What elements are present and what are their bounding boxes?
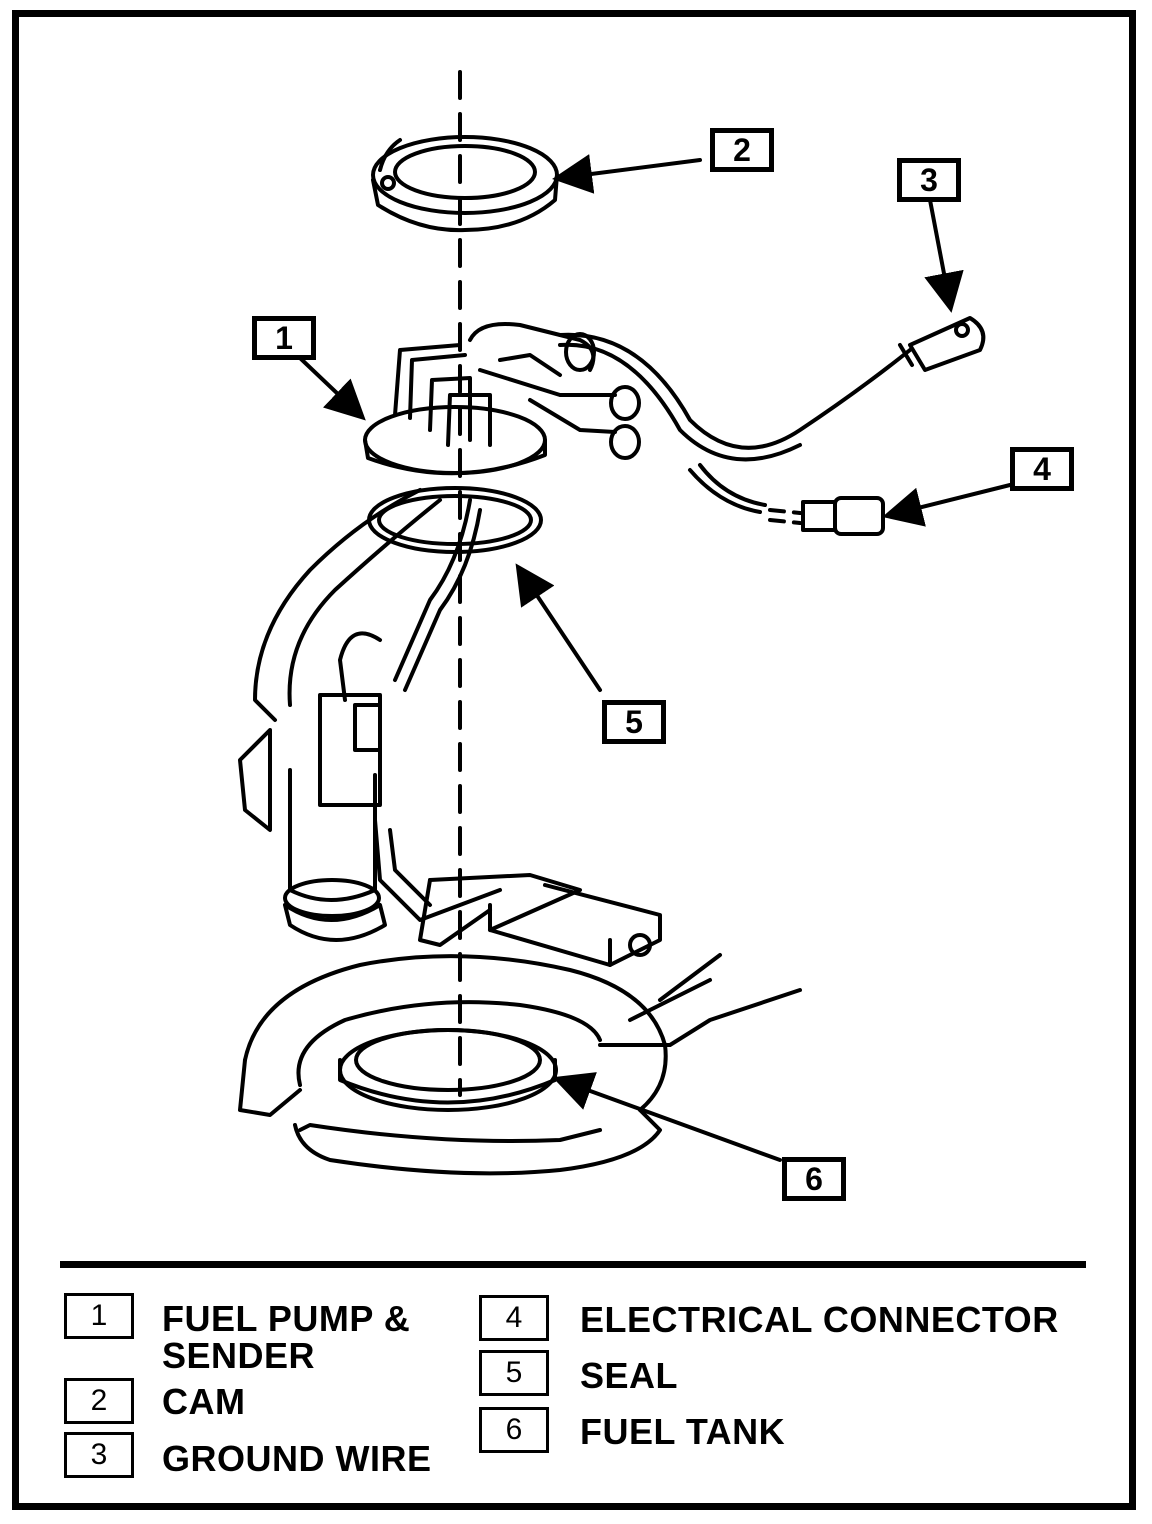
- legend-text-4: ELECTRICAL CONNECTOR: [580, 1299, 1059, 1340]
- legend-text-3: GROUND WIRE: [162, 1438, 432, 1479]
- electrical-connector: [688, 463, 885, 536]
- legend-num-1: 1: [64, 1293, 134, 1339]
- pump-sender-top: [363, 322, 641, 476]
- callout-2: 2: [710, 128, 774, 172]
- legend-text-2: CAM: [162, 1381, 246, 1422]
- seal-ring: [367, 486, 543, 554]
- legend-divider: [60, 1261, 1086, 1268]
- arrow-4: [882, 483, 1012, 527]
- legend-text-1b: SENDER: [162, 1335, 316, 1376]
- callout-5: 5: [602, 700, 666, 744]
- legend-num-2: 2: [64, 1378, 134, 1424]
- legend-text-6: FUEL TANK: [580, 1411, 786, 1452]
- legend-text-5: SEAL: [580, 1355, 679, 1396]
- callout-1: 1: [252, 316, 316, 360]
- arrow-6: [552, 1072, 782, 1162]
- legend-num-5: 5: [479, 1350, 549, 1396]
- legend-text-1: FUEL PUMP &: [162, 1298, 411, 1339]
- fuel-tank: [238, 953, 802, 1176]
- pump-body: [238, 488, 662, 967]
- arrow-2: [552, 154, 702, 194]
- ground-wire: [558, 316, 986, 462]
- callout-4: 4: [1010, 447, 1074, 491]
- legend-num-4: 4: [479, 1295, 549, 1341]
- callout-3: 3: [897, 158, 961, 202]
- arrow-3: [924, 198, 964, 313]
- cam-ring: [371, 135, 559, 233]
- legend-num-3: 3: [64, 1432, 134, 1478]
- fuel-pump-assembly-illustration: [238, 70, 1012, 1176]
- diagram-frame: [12, 10, 1136, 1510]
- legend-num-6: 6: [479, 1407, 549, 1453]
- callout-6: 6: [782, 1157, 846, 1201]
- arrow-1: [298, 356, 366, 421]
- arrow-5: [515, 563, 602, 692]
